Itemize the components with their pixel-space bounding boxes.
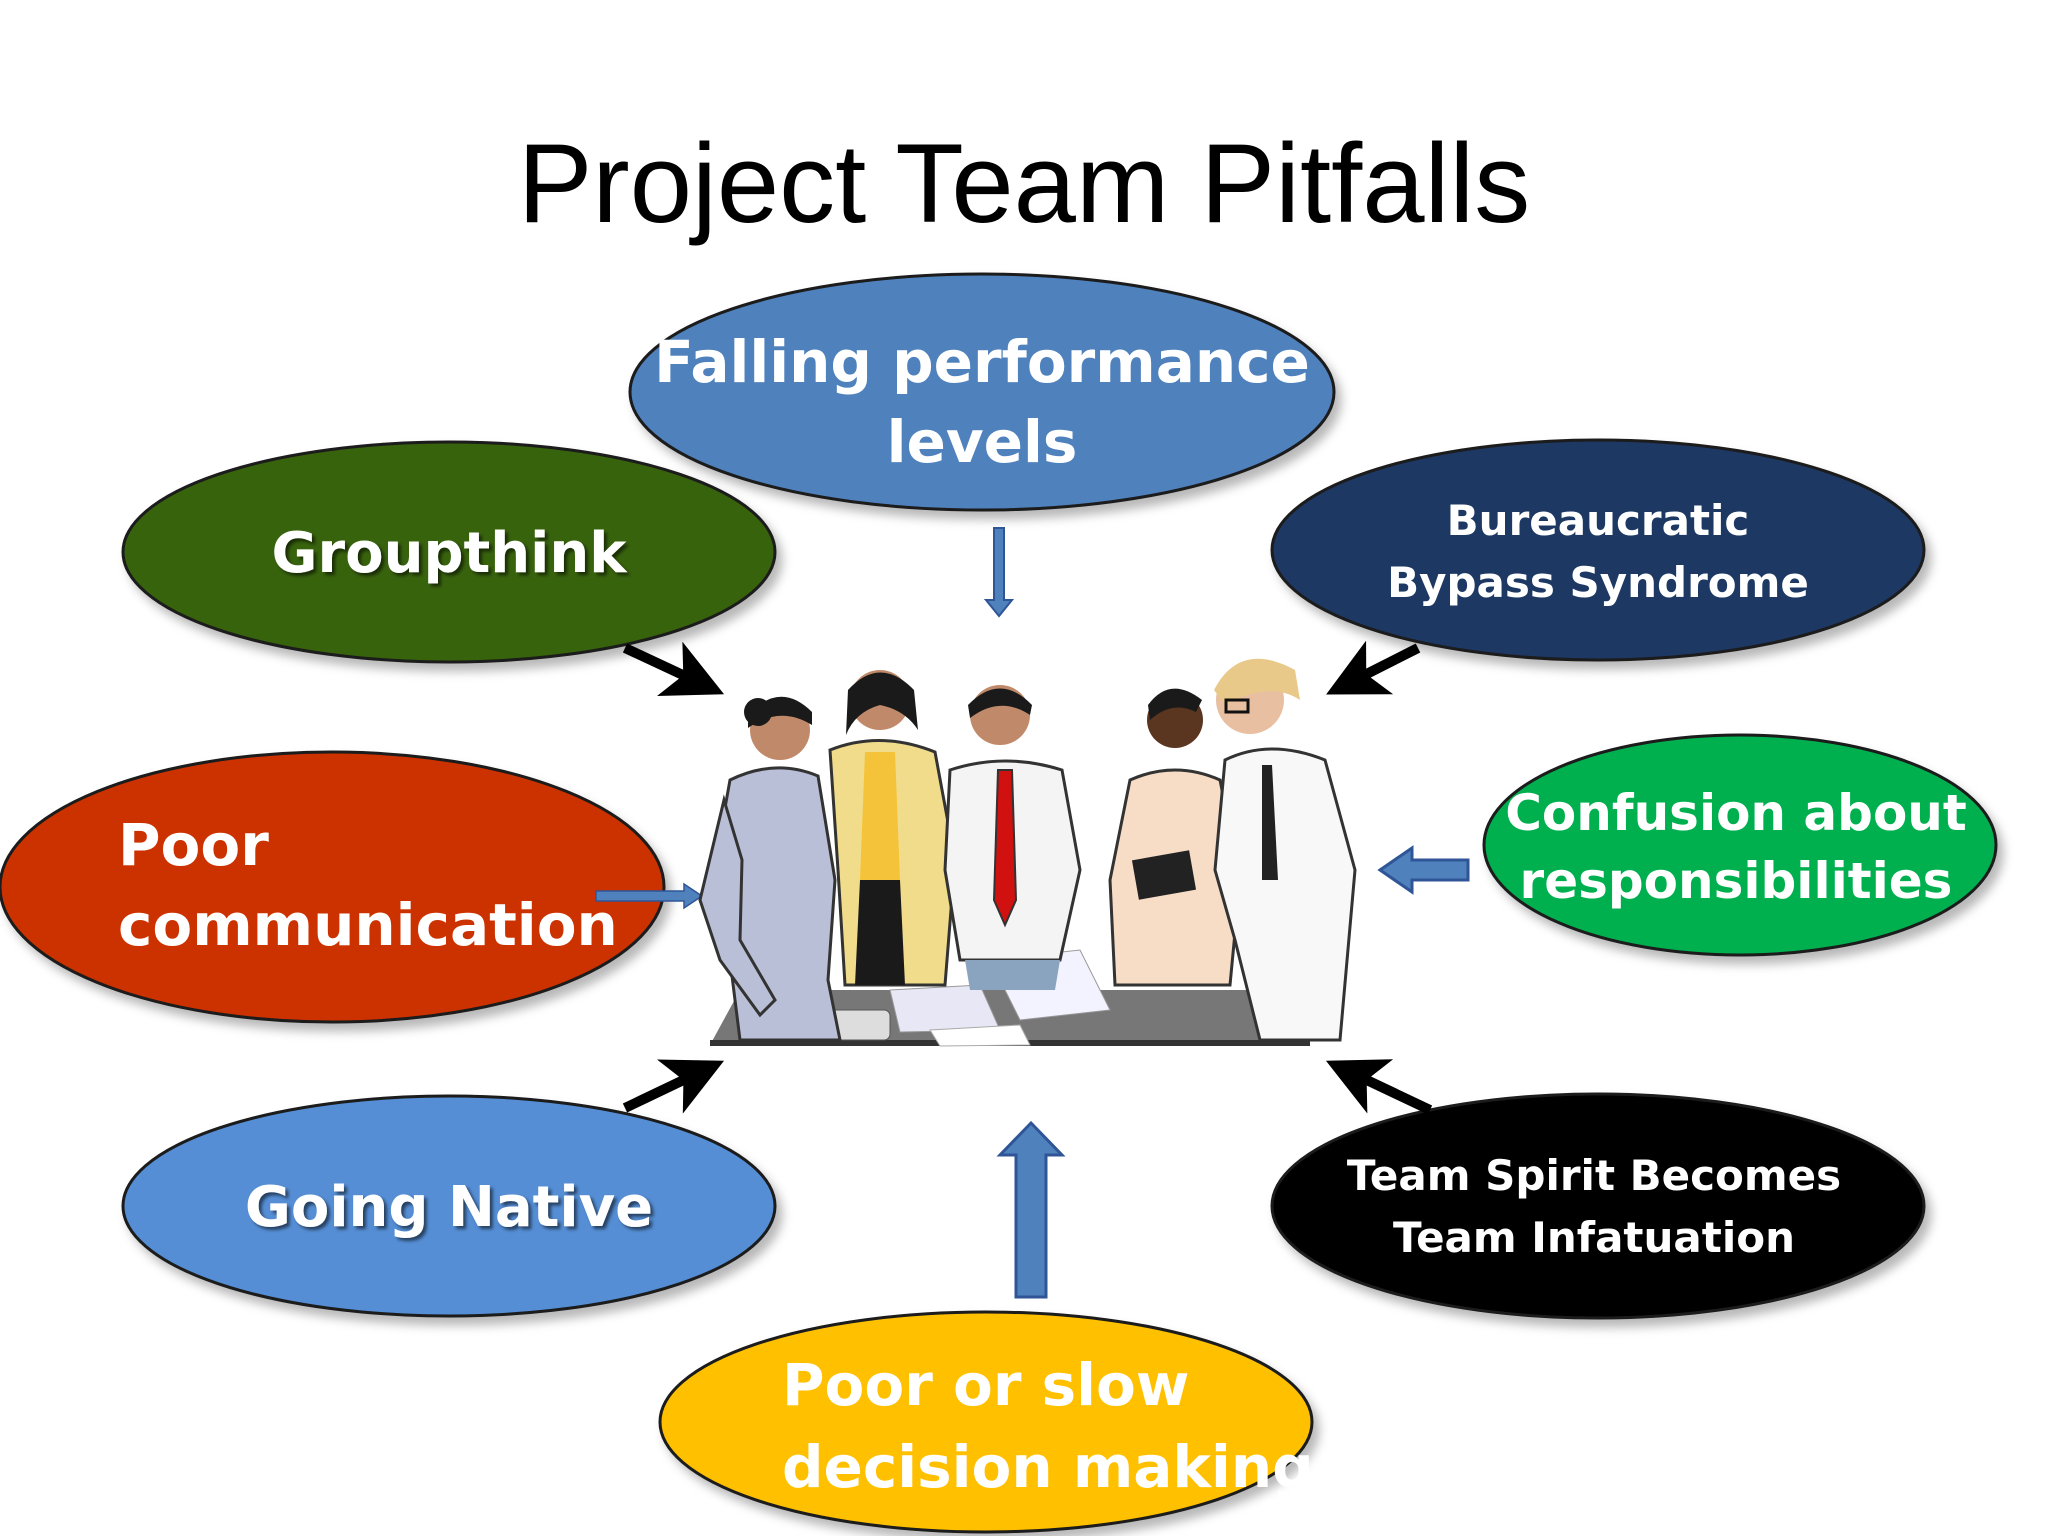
pitfall-label-team-spirit-1: Team Infatuation <box>1393 1213 1795 1262</box>
oval-shape-confusion <box>1482 733 1998 957</box>
pitfall-label-poor-decision-0: Poor or slow <box>782 1351 1189 1419</box>
pitfall-label-poor-communication-1: communication <box>118 891 618 959</box>
black-arrows <box>622 640 1433 1115</box>
pitfall-label-bureaucratic-0: Bureaucratic <box>1447 496 1750 545</box>
oval-shape-going-native <box>121 1094 777 1318</box>
oval-shape-falling <box>628 272 1336 512</box>
blue-arrows <box>595 527 1470 1299</box>
arrow-bureaucratic <box>1326 640 1421 695</box>
pitfall-oval-groupthink: Groupthink <box>121 440 777 664</box>
pitfall-label-going-native-0: Going Native <box>245 1175 653 1240</box>
oval-shape-groupthink <box>121 440 777 664</box>
oval-shape-poor-communication <box>0 750 666 1024</box>
pitfall-label-falling-1: levels <box>887 408 1078 476</box>
pitfall-oval-poor-decision: Poor or slow decision making <box>658 1310 1314 1534</box>
arrow-confusion <box>1377 845 1470 895</box>
oval-shape-team-spirit <box>1270 1092 1926 1320</box>
slide-title: Project Team Pitfalls <box>517 121 1531 246</box>
arrow-groupthink <box>622 641 725 697</box>
pitfall-label-team-spirit-0: Team Spirit Becomes <box>1347 1151 1841 1200</box>
pitfall-label-falling-0: Falling performance <box>654 328 1310 396</box>
pitfall-oval-poor-communication: Poor communication <box>0 750 666 1024</box>
pitfall-label-poor-communication-0: Poor <box>118 811 269 879</box>
arrow-falling <box>983 527 1015 618</box>
pitfall-oval-confusion: Confusion about responsibilities <box>1482 733 1998 957</box>
pitfall-label-confusion-0: Confusion about <box>1505 784 1967 842</box>
arrow-going-native <box>622 1059 725 1114</box>
arrow-team-spirit <box>1325 1059 1433 1115</box>
arrow-poor-decision <box>996 1120 1066 1299</box>
arrow-poor-communication <box>595 882 704 910</box>
pitfall-oval-going-native: Going Native <box>121 1094 777 1318</box>
pitfall-label-poor-decision-1: decision making <box>782 1433 1314 1501</box>
pitfall-label-groupthink-0: Groupthink <box>272 521 629 586</box>
pitfall-oval-falling: Falling performance levels <box>628 272 1336 512</box>
pitfall-label-confusion-1: responsibilities <box>1520 852 1953 910</box>
oval-shape-poor-decision <box>658 1310 1314 1534</box>
team-of-five-people-clipart <box>698 658 1357 1047</box>
pitfall-label-bureaucratic-1: Bypass Syndrome <box>1387 558 1809 607</box>
oval-shape-bureaucratic <box>1270 438 1926 662</box>
